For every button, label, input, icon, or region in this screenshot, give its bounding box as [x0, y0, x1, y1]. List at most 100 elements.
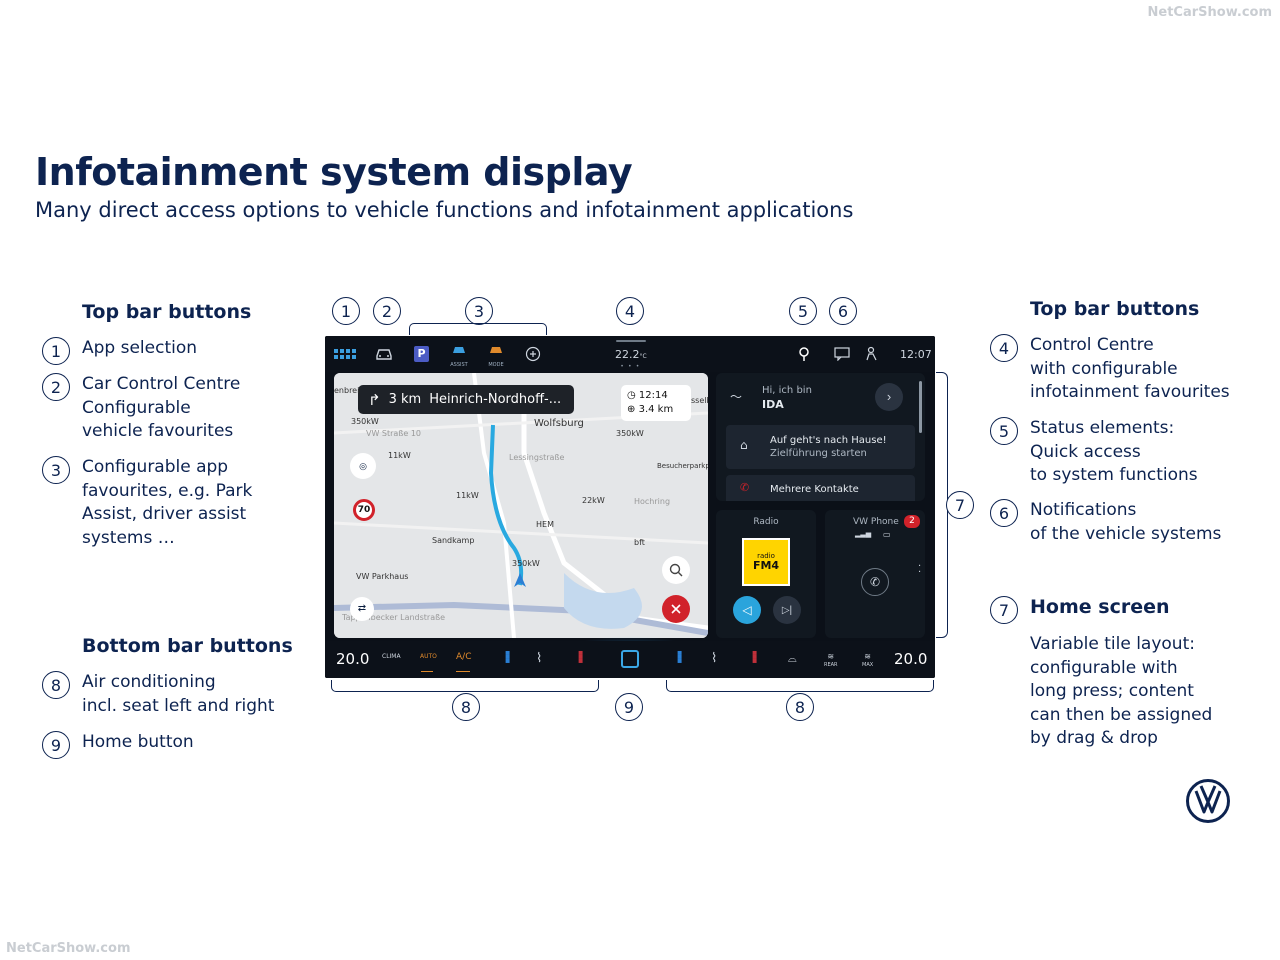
map-label-lessingstrasse: Lessingstraße: [509, 453, 565, 462]
legend-item-app-favourites: 3 Configurable app favourites, e.g. Park…: [42, 456, 252, 550]
search-button[interactable]: [662, 556, 690, 584]
temperature-right[interactable]: 20.0: [894, 650, 928, 668]
suggestion-card-contacts[interactable]: ✆ Mehrere Kontakte: [726, 475, 915, 501]
legend-number: 2: [42, 373, 70, 401]
ac-button[interactable]: A/C: [456, 652, 472, 662]
route-instruction[interactable]: ↱ 3 km Heinrich-Nordhoff-...: [358, 385, 574, 414]
phone-tile[interactable]: VW Phone 2 ▂▃▅ ▭ ✆ ··: [825, 510, 925, 638]
temperature-unit: °C: [639, 353, 647, 360]
ida-wave-icon: 〜: [730, 390, 743, 404]
station-logo-brand: FM4: [752, 558, 780, 572]
ac-indicator: [456, 671, 470, 672]
callout-7: 7: [946, 491, 974, 519]
map-view-button[interactable]: ◎: [350, 453, 376, 479]
legend-number: 6: [990, 499, 1018, 527]
bottom-bar: 20.0 CLIMA AUTO A/C ▪▪▪ ⌇ ▪▪▪ ▪▪▪ ⌇ ▪▪▪ …: [325, 641, 935, 678]
map-label-charger: 350kW: [616, 429, 644, 438]
max-defrost-button[interactable]: ≋MAX: [862, 653, 873, 669]
radio-tile[interactable]: Radio radio FM4 ◁ ▷|: [716, 510, 816, 638]
callout-5: 5: [789, 297, 817, 325]
notification-badge: 2: [904, 515, 920, 528]
map-label-edge-left: enbrei: [334, 386, 360, 395]
volume-button[interactable]: ◁: [733, 596, 761, 624]
add-favourite-icon[interactable]: [525, 346, 541, 362]
clock-icon: ◷: [627, 390, 636, 401]
watermark-bottom: NetCarShow.com: [6, 941, 131, 956]
seat-heating-left-icon[interactable]: ⌇: [536, 651, 543, 666]
auto-indicator: [421, 671, 433, 672]
map-label-besucherparkplatz: Besucherparkplatz: [657, 462, 708, 470]
missed-call-icon: ✆: [740, 481, 750, 494]
page-subtitle: Many direct access options to vehicle fu…: [35, 198, 854, 222]
seat-level-left-icon[interactable]: ▪▪▪: [578, 648, 584, 665]
legend-number: 1: [42, 337, 70, 365]
message-icon[interactable]: [834, 347, 850, 361]
distance-icon: ⊕: [627, 404, 636, 415]
call-button[interactable]: ✆: [861, 568, 889, 596]
navigation-map[interactable]: ↱ 3 km Heinrich-Nordhoff-... ◷ 12:14 ⊕ 3…: [334, 373, 708, 638]
rear-defrost-button[interactable]: ≋REAR: [824, 653, 838, 669]
car-icon[interactable]: [375, 347, 393, 361]
legend-number: 9: [42, 731, 70, 759]
legend-number: 8: [42, 671, 70, 699]
seat-level-right-icon[interactable]: ▪▪▪: [752, 648, 758, 665]
profile-icon[interactable]: [865, 346, 879, 362]
legend-number: 7: [990, 596, 1018, 624]
eta-distance: 3.4 km: [638, 404, 674, 415]
rear-defrost-icon: ≋: [827, 652, 835, 661]
auto-button[interactable]: AUTO: [420, 653, 437, 660]
seat-heating-right-icon[interactable]: ⌇: [711, 651, 718, 666]
left-top-heading: Top bar buttons: [82, 301, 252, 323]
legend-text: Notifications of the vehicle systems: [1030, 500, 1222, 544]
wireless-charging-icon[interactable]: [798, 346, 810, 362]
route-street: Heinrich-Nordhoff-...: [429, 392, 562, 407]
mode-button[interactable]: MODE: [485, 344, 507, 368]
home-screen-description: Variable tile layout: configurable with …: [1030, 634, 1213, 748]
legend-text: Configurable app favourites, e.g. Park A…: [82, 457, 253, 548]
windscreen-heating-icon[interactable]: ⌓: [788, 652, 797, 665]
route-options-button[interactable]: ⇄: [350, 597, 374, 621]
station-logo-text: radio: [757, 551, 775, 560]
app-grid-icon[interactable]: [334, 349, 358, 359]
fan-level-left-icon[interactable]: ▪▪▪: [505, 648, 511, 665]
clock: 12:07: [900, 348, 932, 361]
clima-button[interactable]: CLIMA: [382, 653, 401, 660]
control-centre-button[interactable]: 22.2°C: [615, 348, 647, 361]
next-station-button[interactable]: ▷|: [773, 596, 801, 624]
signal-strength-icon: ▂▃▅: [855, 530, 872, 538]
page-dots: • • •: [621, 364, 641, 370]
park-assist-icon[interactable]: P: [414, 346, 429, 362]
assist-button[interactable]: ASSIST: [448, 344, 470, 368]
legend-item-control-centre: 4 Control Centre with configurable infot…: [990, 334, 1230, 405]
map-label-wolfsburg: Wolfsburg: [534, 418, 584, 429]
legend-text: Air conditioning incl. seat left and rig…: [82, 672, 275, 716]
legend-item-air-conditioning: 8 Air conditioning incl. seat left and r…: [42, 671, 274, 718]
more-options-icon[interactable]: ··: [918, 561, 922, 578]
ida-assistant-tile[interactable]: 〜 Hi, ich bin IDA › ⌂ Auf geht's nach Ha…: [716, 373, 925, 501]
max-defrost-icon: ≋: [864, 652, 871, 661]
map-label-charger: 350kW: [351, 417, 379, 426]
route-distance: 3 km: [388, 392, 422, 407]
suggestion-title: Auf geht's nach Hause!: [770, 435, 887, 446]
scrollbar[interactable]: [919, 381, 922, 433]
map-label-landstrasse: Tappenbecker Landstraße: [342, 613, 446, 622]
fan-level-right-icon[interactable]: ▪▪▪: [677, 648, 683, 665]
ida-forward-button[interactable]: ›: [875, 383, 903, 411]
assist-label: ASSIST: [450, 362, 468, 368]
legend-item-notifications: 6 Notifications of the vehicle systems: [990, 499, 1221, 546]
3d-view-icon: ◎: [359, 461, 367, 471]
control-centre-handle[interactable]: [616, 340, 646, 342]
temperature-left[interactable]: 20.0: [336, 650, 370, 668]
legend-item-status-elements: 5 Status elements: Quick access to syste…: [990, 417, 1198, 488]
legend-item-home-screen: 7 Home screen: [990, 596, 1170, 624]
cancel-route-button[interactable]: [662, 595, 690, 623]
map-label-bft: bft: [634, 538, 645, 547]
callout-2: 2: [373, 297, 401, 325]
home-button[interactable]: [621, 650, 639, 668]
rear-label: REAR: [824, 662, 838, 668]
callout-8-right: 8: [786, 693, 814, 721]
eta-distance-row: ⊕ 3.4 km: [627, 403, 685, 417]
legend-text: Status elements: Quick access to system …: [1030, 418, 1198, 485]
suggestion-card-home[interactable]: ⌂ Auf geht's nach Hause! Zielführung sta…: [726, 425, 915, 469]
eta-box[interactable]: ◷ 12:14 ⊕ 3.4 km: [621, 385, 691, 421]
